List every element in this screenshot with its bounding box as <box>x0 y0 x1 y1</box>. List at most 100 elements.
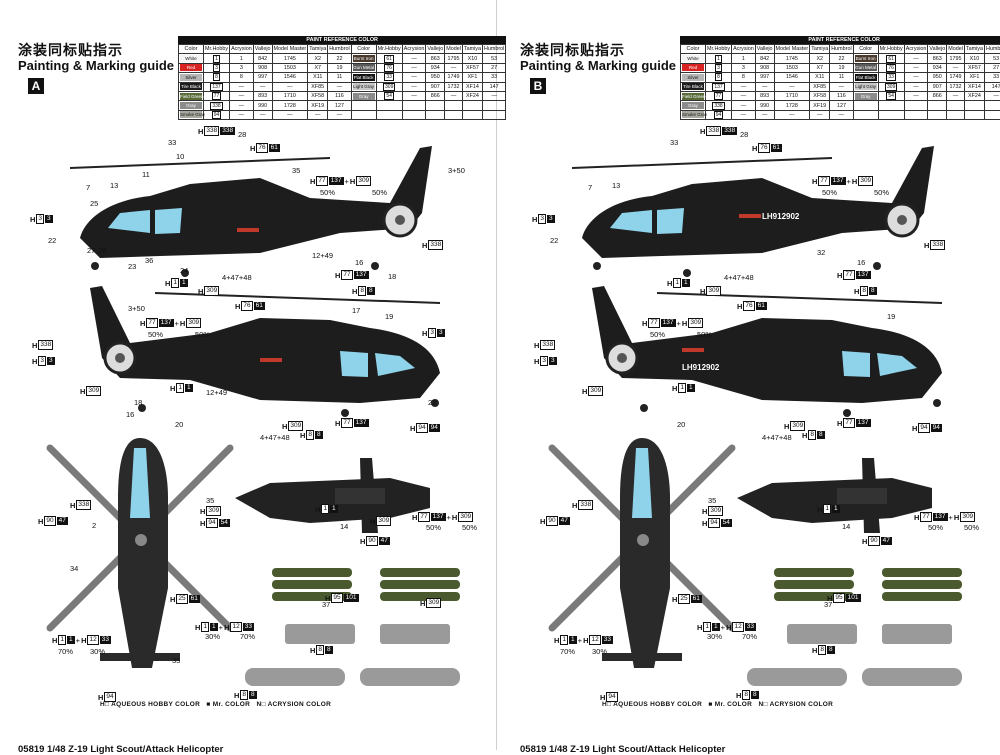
part-number: 36 <box>145 256 153 265</box>
code-box: 309 <box>426 598 441 608</box>
part-number: 18 <box>134 398 142 407</box>
legend-aqueous: AQUEOUS HOBBY COLOR <box>111 701 200 708</box>
part-number: 33 <box>670 138 678 147</box>
code-box: 338 <box>706 126 721 136</box>
h-key: H <box>697 623 702 632</box>
h-key: H <box>350 177 355 186</box>
code-box: 95 <box>833 593 844 603</box>
code-box: 1 <box>201 622 209 632</box>
code-box: 309 <box>186 318 201 328</box>
code-box: 338 <box>204 126 219 136</box>
plus: + <box>219 623 223 632</box>
code-box: 338 <box>930 240 945 250</box>
h-key: H <box>672 384 677 393</box>
code-block: 137 <box>856 271 871 279</box>
h-key: H <box>422 241 427 250</box>
h-key: H <box>30 215 35 224</box>
code-box: 309 <box>588 386 603 396</box>
part-number: 37 <box>824 600 832 609</box>
h-key: H <box>224 623 229 632</box>
h-key: H <box>554 636 559 645</box>
code-box: 338 <box>428 240 443 250</box>
h-key: H <box>235 302 240 311</box>
paint-mix-label: 4+47+48 <box>724 273 754 282</box>
code-block: 8 <box>315 431 323 439</box>
paint-mix-label: 3+50 <box>448 166 465 175</box>
pct-label: 50% <box>928 523 943 532</box>
code-block: 137 <box>431 513 446 521</box>
part-number: 13 <box>110 181 118 190</box>
plus: + <box>721 623 725 632</box>
h-key: H <box>170 595 175 604</box>
legend-mr: Mr. COLOR <box>715 701 752 708</box>
h-key: H <box>234 691 239 700</box>
code-block: 61 <box>189 595 200 603</box>
code-block: 61 <box>756 302 767 310</box>
h-key: H <box>352 287 357 296</box>
part-number: 11 <box>142 170 150 179</box>
code-block: 61 <box>269 144 280 152</box>
part-number: 27 <box>87 246 95 255</box>
code-block: 61 <box>254 302 265 310</box>
code-box: 77 <box>648 318 659 328</box>
code-box: 90 <box>366 536 377 546</box>
h-key: H <box>784 422 789 431</box>
h-key: H <box>672 595 677 604</box>
part-number: 17 <box>352 306 360 315</box>
h-key: H <box>700 287 705 296</box>
pct-label: 70% <box>58 647 73 656</box>
part-number: 25 <box>90 199 98 208</box>
legend-key: H <box>100 701 105 708</box>
h-key: H <box>38 517 43 526</box>
code-block: 33 <box>602 636 613 644</box>
paint-mix-label: 4+47+48 <box>260 433 290 442</box>
pct-label: 50% <box>320 188 335 197</box>
code-block: 137 <box>354 419 369 427</box>
code-box: 8 <box>808 430 816 440</box>
code-block: 47 <box>379 537 390 545</box>
code-block: 8 <box>827 646 835 654</box>
code-box: 338 <box>540 340 555 350</box>
h-key: H <box>422 329 427 338</box>
code-box: 3 <box>38 356 46 366</box>
h-key: H <box>726 623 731 632</box>
code-box: 309 <box>86 386 101 396</box>
h-key: H <box>180 319 185 328</box>
pct-label: 30% <box>205 632 220 641</box>
part-number: 34 <box>70 564 78 573</box>
part-number: 14 <box>842 522 850 531</box>
part-number: 13 <box>612 181 620 190</box>
part-number: 35 <box>172 656 180 665</box>
h-key: H <box>300 431 305 440</box>
code-block: 47 <box>559 517 570 525</box>
pct-label: 30% <box>592 647 607 656</box>
h-key: H <box>642 319 647 328</box>
code-box: 94 <box>918 423 929 433</box>
h-key: H <box>165 279 170 288</box>
code-block: 1 <box>330 505 338 513</box>
code-block: 94 <box>429 424 440 432</box>
part-number: 16 <box>857 258 865 267</box>
code-block: 8 <box>817 431 825 439</box>
pct-label: 30% <box>707 632 722 641</box>
h-key: H <box>170 384 175 393</box>
part-number: 22 <box>428 398 436 407</box>
code-box: 77 <box>818 176 829 186</box>
h-key: H <box>812 646 817 655</box>
